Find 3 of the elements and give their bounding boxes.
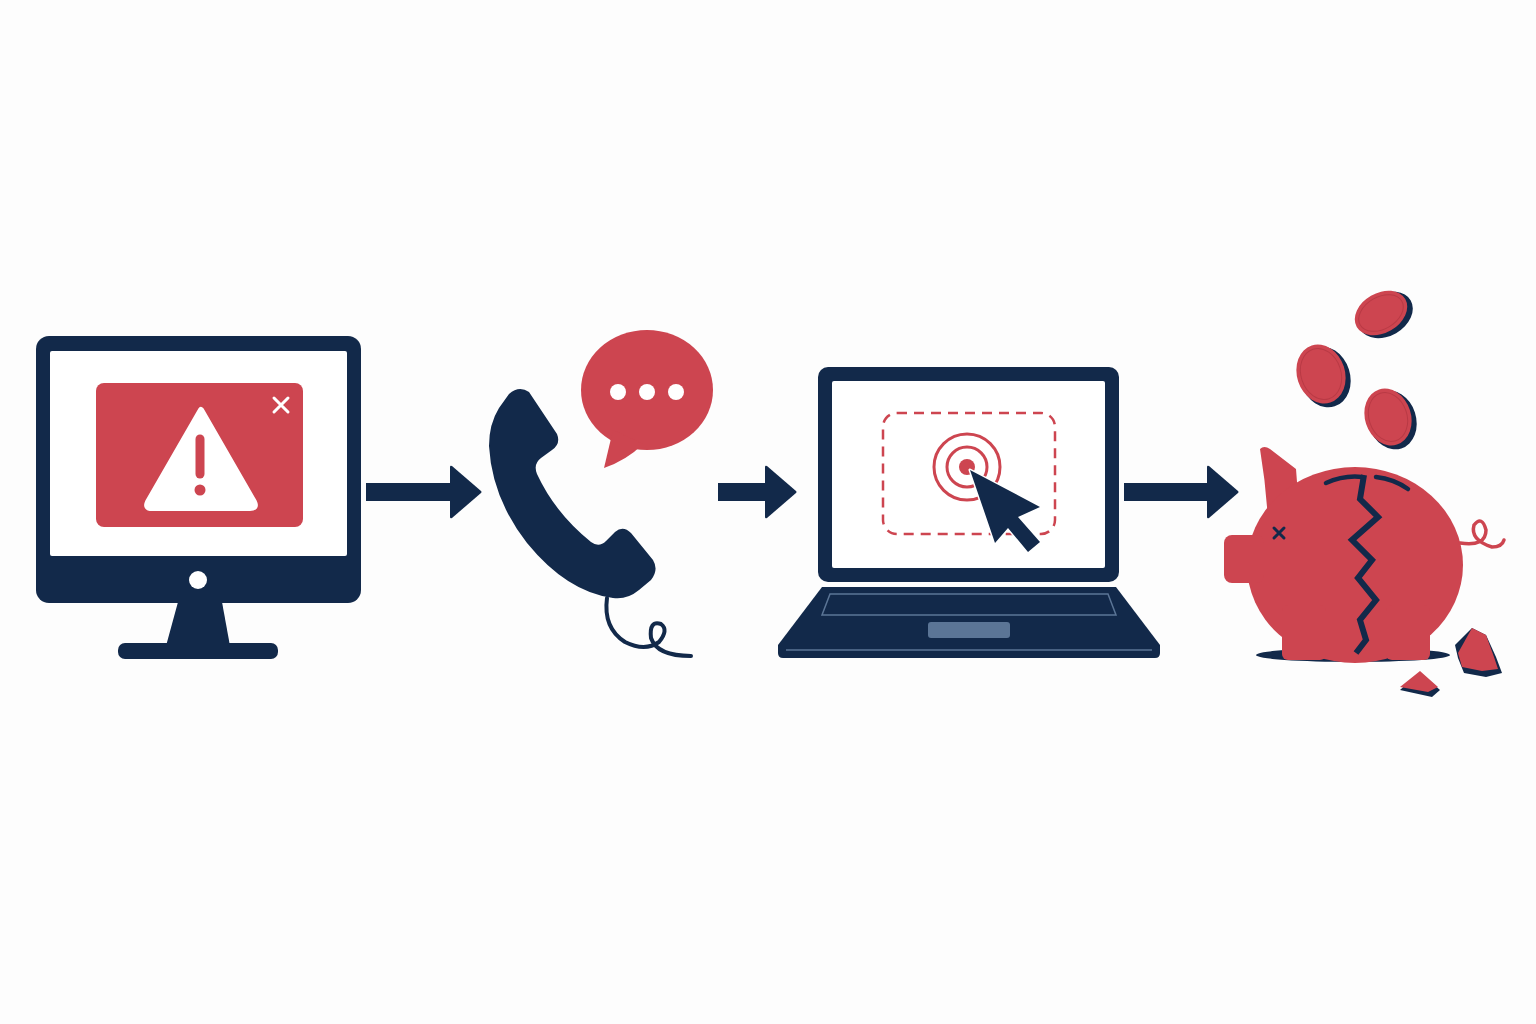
laptop-click-illustration [778, 367, 1160, 659]
phone-call-illustration [487, 328, 713, 659]
desktop-warning-illustration [36, 336, 361, 659]
